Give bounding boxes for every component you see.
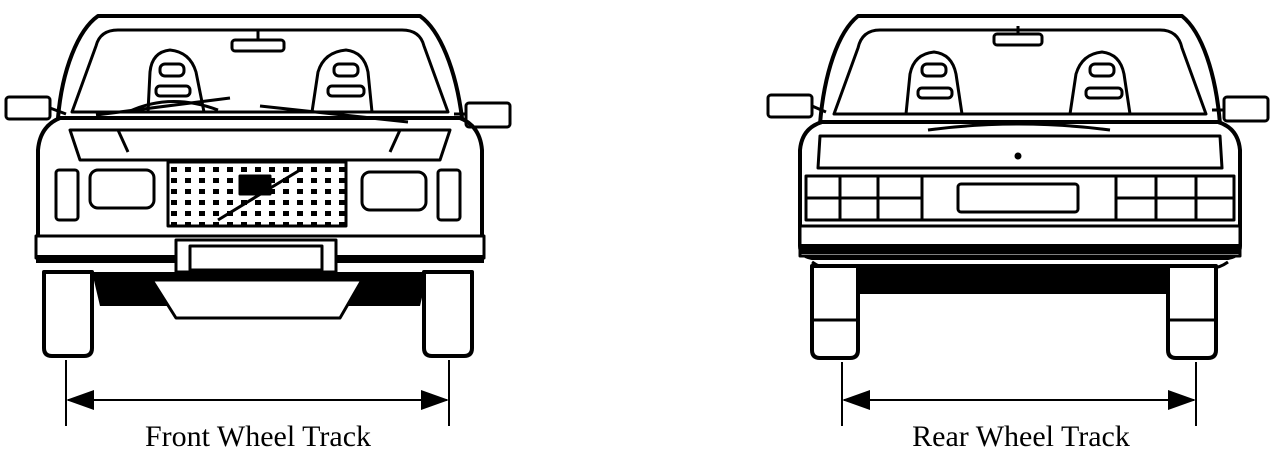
- rear-car: [766, 14, 1270, 360]
- front-track-dimension: [65, 360, 450, 426]
- front-wheel-track-label: Front Wheel Track: [145, 420, 371, 451]
- rear-wheel-track-label: Rear Wheel Track: [912, 420, 1130, 451]
- rear-track-dimension: [841, 362, 1197, 426]
- front-car: [4, 14, 512, 358]
